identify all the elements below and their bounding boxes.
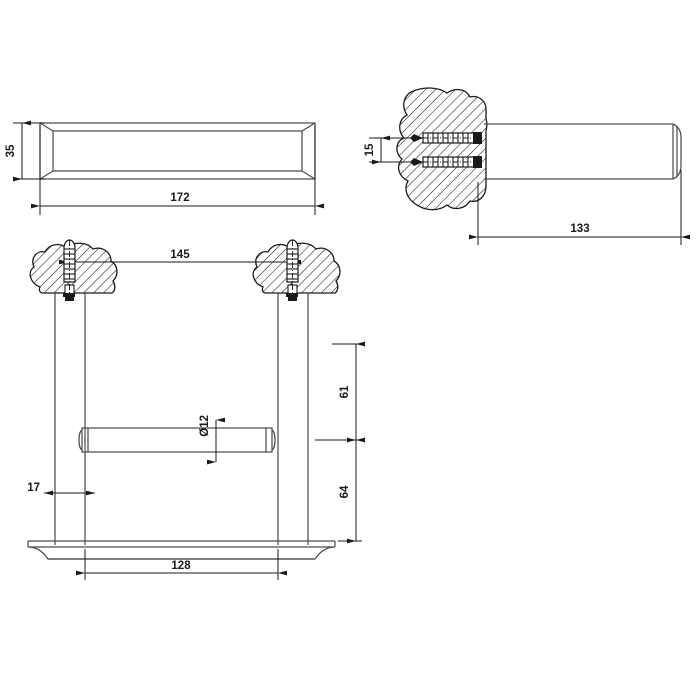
anchor-sleeve-upper (422, 132, 482, 144)
dimension-128 (76, 549, 287, 580)
dimension-label-172: 172 (170, 192, 189, 204)
bevel-line-tl (39, 122, 54, 132)
plan-view (27, 239, 341, 560)
dimension-label-dia12: Ø12 (199, 415, 211, 437)
dimension-64 (338, 437, 365, 544)
anchor-head-lower (473, 156, 482, 168)
roll-bar-left-cap (78, 429, 83, 451)
dimension-label-61: 61 (339, 385, 351, 398)
dimension-label-128: 128 (171, 560, 191, 572)
anchor-screw-upper (410, 132, 482, 144)
dimension-label-17: 17 (27, 482, 40, 494)
side-arms (54, 293, 309, 545)
dimension-label-15: 15 (364, 143, 376, 156)
bevel-line-bl (39, 170, 54, 180)
wall-section-hatch (396, 87, 488, 211)
anchor-screw-right (286, 239, 299, 301)
dimension-15 (369, 135, 424, 165)
shelf-plate (27, 540, 336, 560)
wall-bracket-left (29, 239, 118, 301)
dimension-133 (469, 170, 690, 245)
wall-bracket-right (252, 239, 341, 301)
roll-bar (78, 427, 276, 453)
anchor-head-upper (473, 132, 482, 144)
bevel-line-tr (301, 122, 316, 132)
rail-inner-profile (52, 130, 303, 172)
dimension-label-145: 145 (170, 249, 190, 261)
dimension-label-64: 64 (339, 485, 351, 498)
anchor-screw-left (63, 239, 76, 301)
side-section-view (396, 87, 682, 211)
bevel-line-br (301, 170, 316, 180)
roll-bar-body (81, 427, 273, 453)
dimension-172 (31, 125, 324, 215)
anchor-sleeve-lower (422, 156, 482, 168)
roll-bar-right-cap (271, 429, 276, 451)
dimension-label-133: 133 (570, 223, 589, 235)
dimension-label-35: 35 (5, 144, 17, 157)
bar-end-cap (672, 123, 682, 180)
